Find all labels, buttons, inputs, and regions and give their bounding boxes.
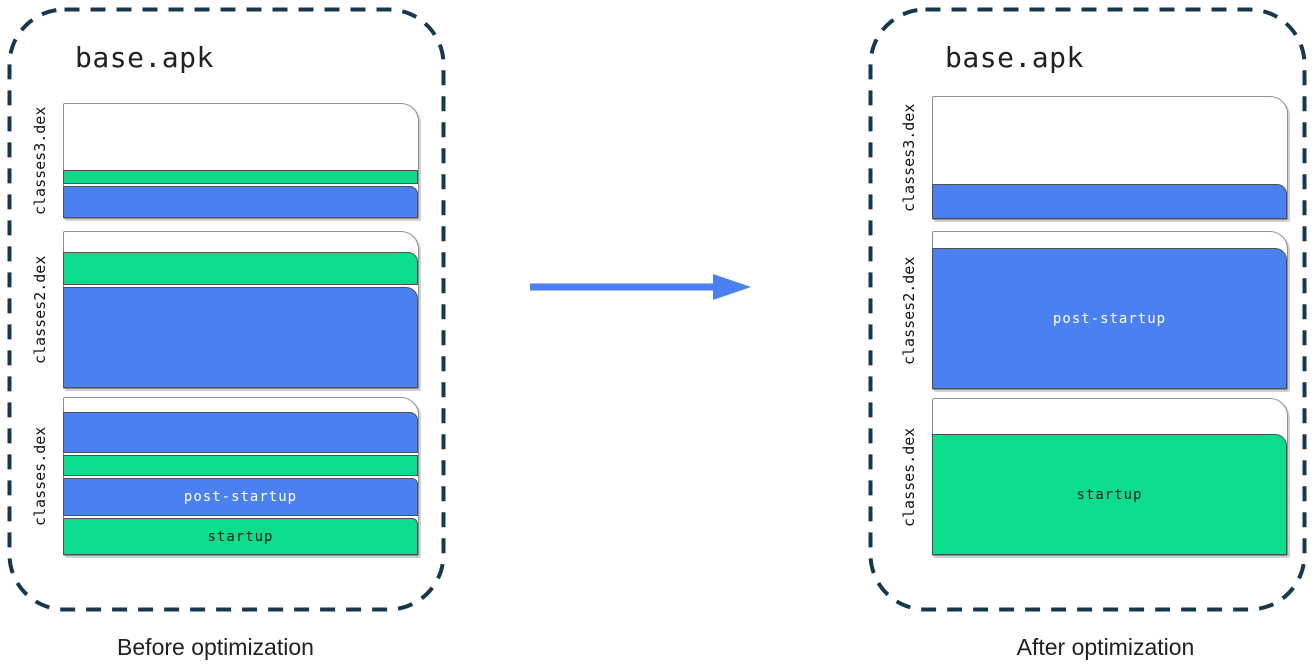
- file-label-classes-dex: classes.dex: [900, 427, 918, 527]
- band-post-startup: post-startup: [63, 478, 418, 516]
- band-label-post-startup: post-startup: [1052, 310, 1167, 327]
- file-page-classes-dex: startup: [932, 398, 1288, 556]
- band-post-startup-fragment: [63, 412, 418, 453]
- band-startup: startup: [932, 434, 1287, 555]
- after-panel: base.apk classes3.dex classes2.dex post-…: [868, 7, 1307, 612]
- arrow-right-icon: [530, 274, 751, 300]
- before-caption: Before optimization: [117, 634, 314, 660]
- file-label-classes-dex: classes.dex: [31, 426, 49, 527]
- file-label-classes3-dex: classes3.dex: [900, 103, 918, 213]
- band-post-startup: post-startup: [932, 248, 1287, 389]
- optimization-arrow: [527, 261, 757, 313]
- file-page-classes-dex: post-startup startup: [63, 397, 419, 556]
- file-page-classes3-dex: [63, 103, 419, 219]
- file-label-classes3-dex: classes3.dex: [31, 106, 49, 216]
- after-caption: After optimization: [1016, 634, 1195, 660]
- file-page-classes3-dex: [932, 96, 1288, 220]
- band-label-startup: startup: [1076, 486, 1143, 503]
- band-post-startup-fragment: [63, 186, 418, 218]
- apk-title: base.apk: [75, 41, 214, 74]
- file-page-classes2-dex: post-startup: [932, 231, 1288, 390]
- apk-title: base.apk: [945, 41, 1084, 74]
- apk-dashed-outline: [7, 7, 446, 612]
- file-label-classes2-dex: classes2.dex: [900, 256, 918, 365]
- file-page-classes2-dex: [63, 231, 419, 389]
- band-startup: startup: [63, 518, 418, 555]
- before-panel: base.apk classes3.dex classes2.dex class…: [7, 7, 446, 612]
- band-startup-fragment: [63, 170, 418, 184]
- band-post-startup-fragment: [932, 184, 1287, 219]
- band-startup-fragment: [63, 455, 418, 476]
- apk-dashed-outline: [868, 7, 1307, 612]
- file-label-classes2-dex: classes2.dex: [31, 255, 49, 365]
- band-startup-fragment: [63, 252, 418, 285]
- band-label-post-startup: post-startup: [183, 489, 298, 505]
- band-post-startup-fragment: [63, 287, 418, 388]
- band-label-startup: startup: [207, 528, 274, 545]
